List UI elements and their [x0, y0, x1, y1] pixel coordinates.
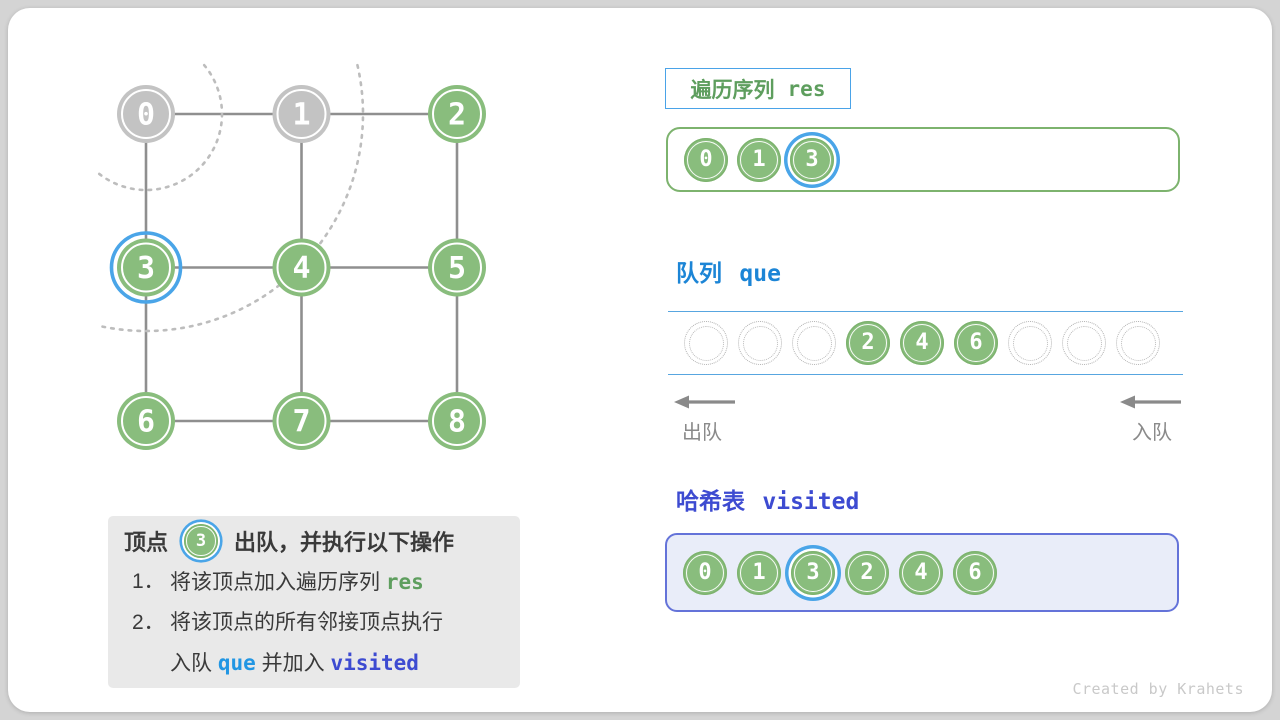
graph-node-1: 1: [272, 85, 331, 143]
graph-node-label: 1: [292, 98, 310, 133]
res-label-zh: 遍历序列: [690, 78, 775, 102]
queue-slot-empty: [1008, 321, 1052, 365]
dequeue-arrow-icon: [674, 395, 735, 409]
visited-title-code: visited: [762, 489, 860, 515]
visited-item-6: 6: [953, 550, 997, 595]
graph-node-label: 2: [448, 98, 466, 133]
queue-title-zh: 队列: [676, 260, 722, 286]
note-step-3: 入队 que 并加入 visited: [170, 651, 419, 675]
visited-item-3: 3: [791, 550, 835, 595]
res-item-3: 3: [790, 137, 834, 182]
graph-node-label: 0: [137, 98, 155, 133]
graph-node-label: 3: [137, 251, 155, 286]
note-title-suffix: 出队，并执行以下操作: [234, 530, 455, 555]
graph-node-label: 8: [448, 405, 466, 440]
graph-node-2: 2: [428, 85, 486, 143]
graph-node-label: 6: [137, 405, 155, 440]
graph-node-8: 8: [428, 392, 486, 450]
queue-slot-empty: [1062, 321, 1106, 365]
dequeue-label: 出队: [682, 422, 722, 444]
visited-item-1: 1: [737, 550, 781, 595]
note-step-1: 1．将该顶点加入遍历序列 res: [132, 570, 424, 594]
res-item-1: 1: [737, 137, 781, 182]
queue-item-4: 4: [900, 321, 944, 365]
graph-nodes: 0 1 2 3 4 5 6 7 8: [109, 85, 486, 450]
graph-node-6: 6: [117, 392, 175, 450]
note-steps: 1．将该顶点加入遍历序列 res 2．将该顶点的所有邻接顶点执行入队 que 并加…: [124, 562, 520, 684]
visited-title: 哈希表 visited: [676, 482, 859, 516]
queue-title-code: que: [739, 261, 781, 287]
note-box: 顶点 3 出队，并执行以下操作 1．将该顶点加入遍历序列 res 2．将该顶点的所…: [108, 516, 520, 688]
note-vertex-circle: 3: [184, 524, 219, 558]
queue-slot-empty: [684, 321, 728, 365]
queue-item-2: 2: [846, 321, 890, 365]
bfs-wave-arcs: [95, 63, 365, 333]
graph-node-label: 5: [448, 251, 466, 286]
note-step-2: 2．将该顶点的所有邻接顶点执行: [132, 611, 443, 634]
queue-slot-empty: [792, 321, 836, 365]
visited-item-2: 2: [845, 550, 889, 595]
graph-node-3: 3: [109, 231, 183, 304]
graph-node-7: 7: [272, 392, 331, 450]
graph-node-label: 7: [292, 405, 310, 440]
visited-item-4: 4: [899, 550, 943, 595]
visited-item-0: 0: [683, 550, 727, 595]
queue-slot-empty: [738, 321, 782, 365]
graph-node-0: 0: [117, 85, 175, 143]
note-title: 顶点 3 出队，并执行以下操作: [124, 522, 520, 560]
graph-node-4: 4: [272, 238, 331, 297]
graph-svg: 0 1 2 3 4 5 6 7 8: [95, 63, 486, 450]
res-label-code: res: [787, 76, 826, 101]
res-item-0: 0: [684, 137, 728, 182]
res-label-box: 遍历序列 res: [665, 68, 851, 109]
visited-title-zh: 哈希表: [676, 488, 745, 514]
queue-slot-empty: [1116, 321, 1160, 365]
queue-title: 队列 que: [676, 254, 781, 288]
graph-node-5: 5: [428, 238, 486, 297]
watermark: Created by Krahets: [1072, 680, 1244, 698]
enqueue-arrow-icon: [1120, 395, 1181, 409]
note-title-prefix: 顶点: [124, 530, 169, 555]
queue-item-6: 6: [954, 321, 998, 365]
graph-node-label: 4: [292, 251, 310, 286]
enqueue-label: 入队: [1132, 422, 1172, 444]
